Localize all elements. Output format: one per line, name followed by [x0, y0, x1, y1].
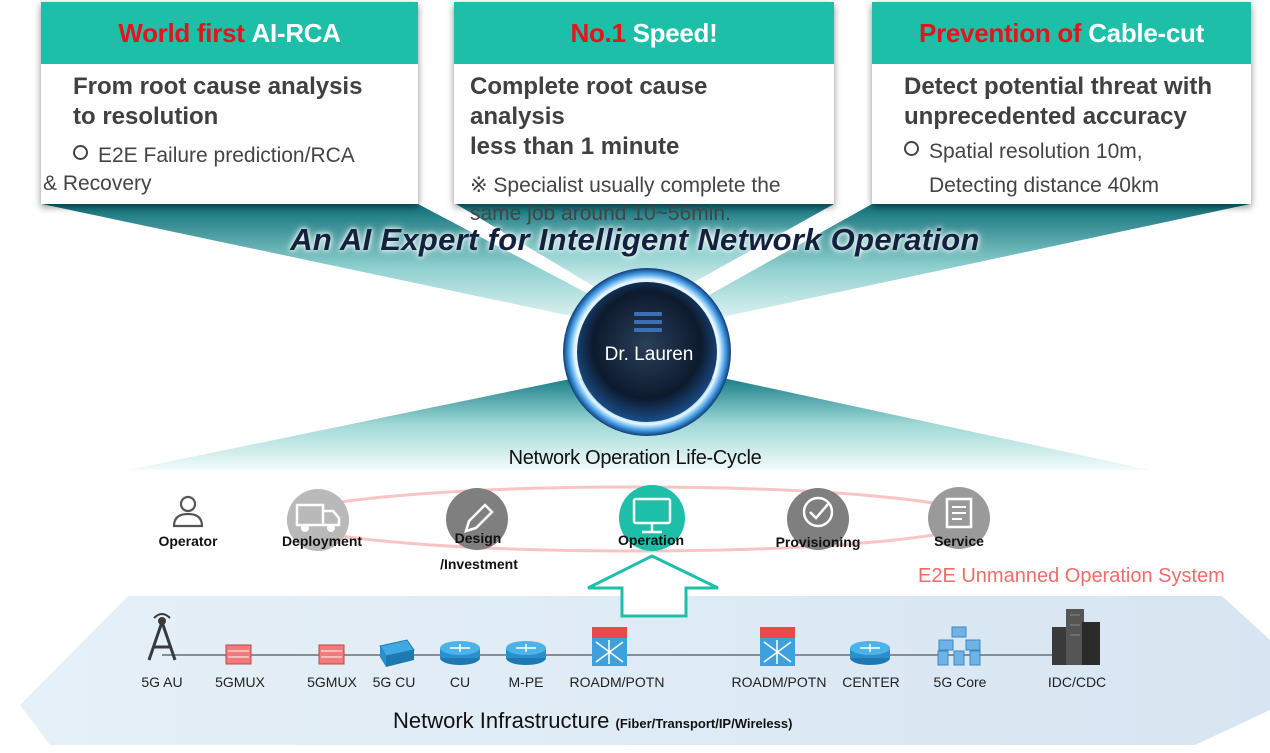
beam-left	[42, 204, 600, 320]
card-header: World first AI-RCA	[41, 2, 418, 64]
card-header-text: Cable-cut	[1088, 17, 1204, 48]
card-desc-line2: Detecting distance 40km	[929, 174, 1159, 197]
stage-design: Design /Investment	[418, 525, 538, 577]
card-header-text: Speed!	[632, 17, 718, 48]
stage-design-line1: Design	[454, 530, 502, 546]
router-icon-cu	[440, 641, 480, 665]
card-title-line1: From root cause analysis	[73, 73, 363, 100]
infra-title-sub: (Fiber/Transport/IP/Wireless)	[615, 716, 793, 731]
beam-center	[456, 204, 834, 290]
node-label-m-pe: M-PE	[508, 674, 544, 690]
router-icon-mpe	[506, 641, 546, 665]
card-desc-line1: ※ Specialist usually complete the	[470, 174, 781, 197]
roadm-icon-1	[592, 627, 627, 666]
stage-deployment: Deployment	[281, 533, 363, 549]
card-title-line2: unprecedented accuracy	[904, 103, 1187, 130]
card-desc-line2: same job around 10~56min.	[470, 202, 731, 225]
feature-card-cable-cut: Prevention of Cable-cut Detect potential…	[872, 2, 1251, 204]
lifecycle-title: Network Operation Life-Cycle	[508, 447, 762, 469]
orb-logo-icon	[634, 312, 662, 332]
bullet-circle-icon	[73, 145, 88, 160]
truck-icon	[287, 489, 349, 551]
monitor-icon	[619, 485, 685, 551]
infra-title-main: Network Infrastructure	[393, 708, 610, 733]
check-icon	[787, 488, 849, 550]
card-title-line2: less than 1 minute	[470, 133, 680, 160]
card-header-highlight: No.1	[570, 17, 626, 48]
node-label-center: CENTER	[842, 674, 900, 690]
stage-provisioning: Provisioning	[775, 534, 861, 550]
card-desc-line2: & Recovery	[43, 172, 152, 195]
card-title-line1: Complete root cause analysis	[470, 73, 708, 130]
stage-design-line2: /Investment	[440, 556, 518, 572]
unmanned-label: E2E Unmanned Operation System	[918, 565, 1225, 587]
upward-arrow	[587, 554, 719, 618]
node-label-cu: CU	[449, 674, 471, 690]
orb-label: Dr. Lauren	[604, 344, 694, 365]
node-label-5g-cu: 5G CU	[372, 674, 416, 690]
infra-title: Network Infrastructure (Fiber/Transport/…	[393, 708, 792, 734]
node-label-5gmux-1: 5GMUX	[215, 674, 265, 690]
person-icon	[172, 495, 204, 528]
node-label-5gmux-2: 5GMUX	[307, 674, 357, 690]
card-header: Prevention of Cable-cut	[872, 2, 1251, 64]
stage-service: Service	[934, 533, 984, 549]
antenna-tower-icon	[147, 613, 177, 661]
stage-operator: Operator	[158, 533, 218, 549]
stage-operation: Operation	[617, 532, 685, 548]
node-label-roadm-2: ROADM/POTN	[731, 674, 827, 690]
card-title-line1: Detect potential threat with	[904, 73, 1213, 100]
mux-icon-2	[318, 644, 345, 665]
node-label-5g-core: 5G Core	[933, 674, 987, 690]
router-icon-center	[850, 641, 890, 665]
feature-card-speed: No.1 Speed! Complete root cause analysis…	[454, 2, 834, 225]
server-cluster-icon	[937, 626, 981, 666]
mux-icon-1	[225, 644, 252, 665]
document-icon	[928, 487, 990, 549]
card-desc-line1: E2E Failure prediction/RCA	[73, 142, 388, 170]
bullet-circle-icon	[904, 141, 919, 156]
roadm-icon-2	[760, 627, 795, 666]
headline: An AI Expert for Intelligent Network Ope…	[290, 222, 980, 257]
datacenter-icon	[1052, 609, 1100, 665]
card-title-line2: to resolution	[73, 103, 219, 130]
card-header-highlight: Prevention of	[919, 17, 1082, 48]
feature-card-ai-rca: World first AI-RCA From root cause analy…	[41, 2, 418, 204]
card-header-text: AI-RCA	[251, 17, 341, 48]
card-desc-line1: Spatial resolution 10m,	[904, 138, 1221, 166]
beam-right	[700, 204, 1250, 320]
node-label-roadm-1: ROADM/POTN	[569, 674, 665, 690]
switch-icon	[379, 639, 415, 667]
node-label-idc-cdc: IDC/CDC	[1047, 674, 1107, 690]
orb-core	[577, 282, 717, 422]
card-header: No.1 Speed!	[454, 2, 834, 64]
node-label-5g-au: 5G AU	[141, 674, 183, 690]
card-header-highlight: World first	[118, 17, 245, 48]
pencil-icon	[446, 488, 508, 550]
